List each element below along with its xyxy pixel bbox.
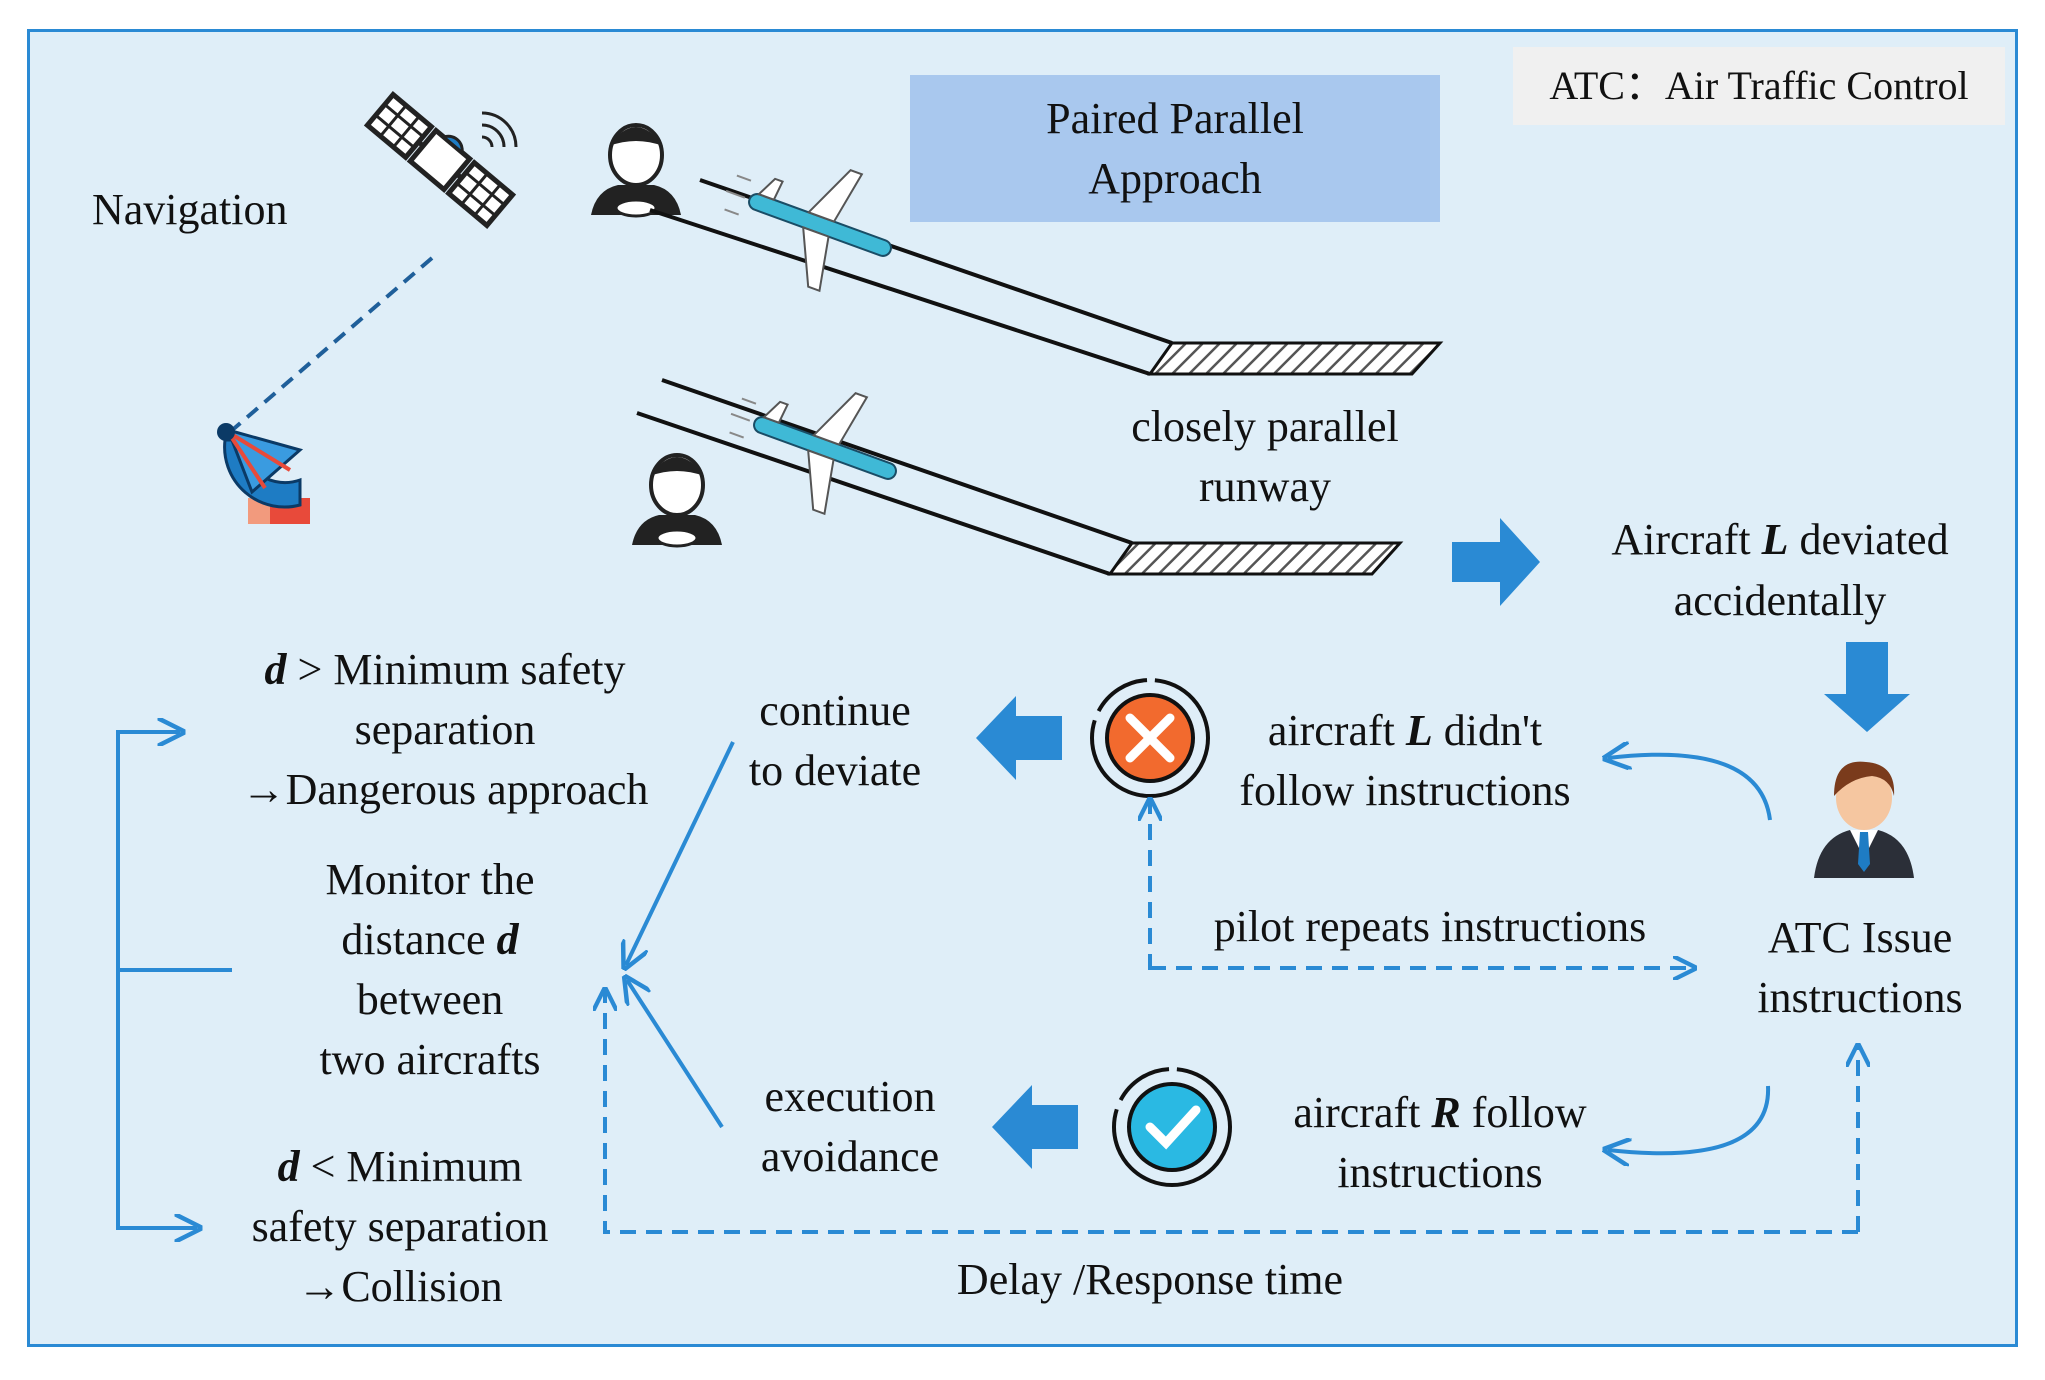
monitor-text-4: two aircrafts: [319, 1035, 541, 1084]
execution-text-2: avoidance: [760, 1132, 940, 1181]
runway-label-2: runway: [1199, 462, 1331, 511]
title-line-1: Paired Parallel: [1046, 94, 1304, 143]
pass-check-icon: [1112, 1067, 1232, 1187]
left-block-arrow-top: [976, 696, 1062, 780]
satellite-icon: [363, 91, 517, 229]
bracket-lower-arrow: [116, 970, 197, 1228]
continue-text-2: to deviate: [748, 746, 922, 795]
greater-text-2: separation: [354, 705, 536, 754]
pilot-bottom-icon: [632, 453, 722, 548]
deviation-text-2: accidentally: [1673, 576, 1887, 625]
legend-box: ATC：Air Traffic Control: [1513, 47, 2005, 125]
down-block-arrow: [1824, 642, 1910, 732]
monitor-text-3: between: [356, 975, 504, 1024]
atc-to-follow-arrow: [1608, 1085, 1771, 1153]
fail-x-icon: [1090, 678, 1210, 798]
atc-issue-1: ATC Issue: [1767, 913, 1953, 962]
title-line-2: Approach: [1088, 154, 1262, 203]
atc-issue-2: instructions: [1757, 973, 1963, 1022]
runway-right: [636, 378, 1404, 576]
left-block-arrow-bottom: [992, 1085, 1078, 1169]
navigation-label: Navigation: [92, 185, 288, 234]
airplane-top-icon: [724, 169, 892, 293]
pilot-top-icon: [591, 123, 681, 218]
runway-label-1: closely parallel: [1131, 402, 1399, 451]
pilot-repeats-label: pilot repeats instructions: [1213, 902, 1647, 951]
delay-loop-dashed-arrow: [605, 992, 1858, 1234]
follow-text-1: aircraft R follow: [1293, 1088, 1587, 1137]
avoidance-to-monitor-arrow: [627, 980, 724, 1129]
title-box: Paired Parallel Approach: [910, 75, 1440, 222]
greater-text-3: →Dangerous approach: [241, 765, 649, 814]
less-text-1: d < Minimum: [277, 1142, 523, 1191]
monitor-text-2: distance d: [341, 915, 519, 964]
less-text-3: →Collision: [297, 1262, 503, 1311]
atc-controller-icon: [1814, 761, 1914, 878]
monitor-text-1: Monitor the: [325, 855, 535, 904]
less-text-2: safety separation: [251, 1202, 549, 1251]
greater-text-1: d > Minimum safety: [264, 645, 626, 694]
signal-icon: [481, 111, 518, 148]
no-follow-text-2: follow instructions: [1239, 766, 1571, 815]
no-follow-text-1: aircraft L didn't: [1267, 706, 1543, 755]
delay-label: Delay /Response time: [956, 1255, 1344, 1304]
right-block-arrow: [1452, 518, 1540, 606]
follow-text-2: instructions: [1337, 1148, 1543, 1197]
execution-text-1: execution: [764, 1072, 936, 1121]
atc-to-no-follow-arrow: [1608, 755, 1772, 821]
bracket-upper-arrow: [116, 732, 232, 972]
airplane-bottom-icon: [729, 392, 897, 516]
deviation-text-1: Aircraft L deviated: [1611, 515, 1949, 564]
continue-text-1: continue: [759, 686, 911, 735]
satellite-link-line: [228, 256, 434, 434]
deviate-to-monitor-arrow: [626, 741, 735, 965]
radar-dish-icon: [217, 423, 310, 524]
